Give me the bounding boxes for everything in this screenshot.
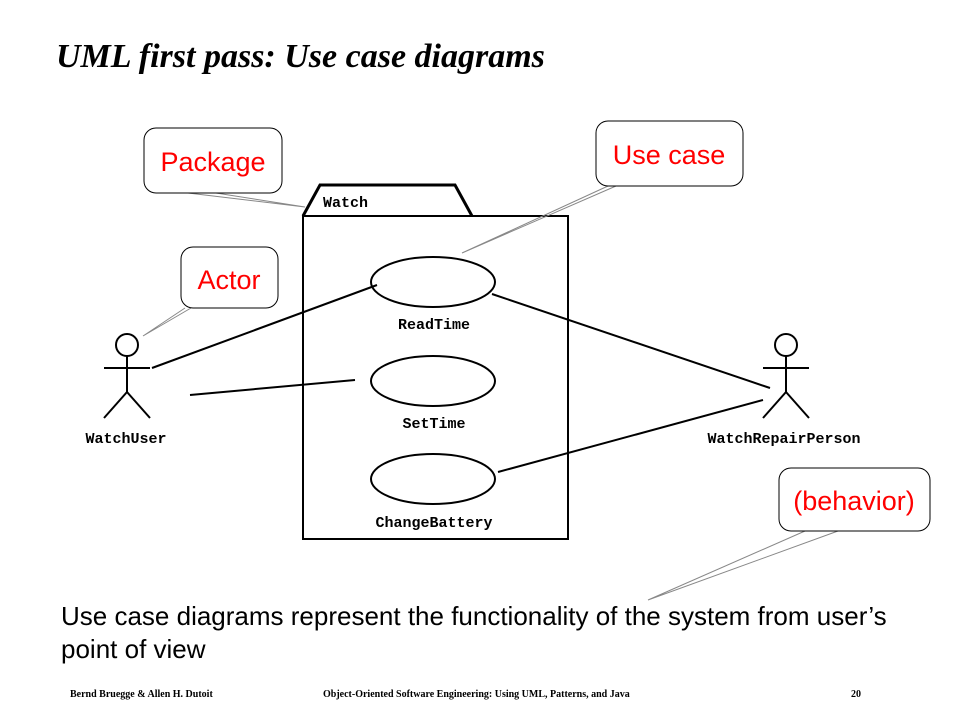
use-case-callout: Use case bbox=[595, 120, 744, 187]
behavior-callout-pointer bbox=[647, 530, 839, 601]
footer-authors: Bernd Bruegge & Allen H. Dutoit bbox=[70, 689, 213, 700]
actor-watchuser-figure bbox=[103, 333, 151, 419]
actor-watchuser-label: WatchUser bbox=[85, 431, 166, 448]
behavior-callout: (behavior) bbox=[778, 467, 931, 532]
actor-callout-pointer bbox=[142, 307, 192, 337]
actor-watchrepairperson-figure bbox=[762, 333, 810, 419]
package-box bbox=[302, 215, 569, 540]
package-tab bbox=[301, 183, 474, 217]
actor-callout-label: Actor bbox=[197, 265, 260, 295]
use-case-callout-label: Use case bbox=[613, 140, 726, 170]
callout-pointers bbox=[142, 185, 839, 601]
behavior-callout-label: (behavior) bbox=[793, 486, 915, 516]
actor-watchrepairperson-label: WatchRepairPerson bbox=[707, 431, 860, 448]
footer-page-number: 20 bbox=[851, 689, 861, 700]
use-case-changebattery-label: ChangeBattery bbox=[375, 515, 492, 532]
use-case-readtime-label: ReadTime bbox=[398, 317, 470, 334]
slide-title: UML first pass: Use case diagrams bbox=[56, 38, 545, 75]
slide-body-text: Use case diagrams represent the function… bbox=[61, 601, 887, 664]
association-watchuser-readtime bbox=[151, 284, 378, 369]
association-changebattery-watchrepairperson bbox=[497, 399, 764, 473]
association-watchuser-settime bbox=[189, 379, 356, 396]
actor-callout: Actor bbox=[180, 246, 279, 309]
package-callout: Package bbox=[143, 127, 283, 194]
association-lines bbox=[151, 284, 771, 473]
use-case-readtime-ellipse bbox=[370, 256, 496, 308]
use-case-settime-ellipse bbox=[370, 355, 496, 407]
association-readtime-watchrepairperson bbox=[491, 293, 771, 389]
use-case-settime-label: SetTime bbox=[402, 416, 465, 433]
package-callout-pointer bbox=[187, 192, 306, 208]
package-name: Watch bbox=[323, 195, 368, 212]
use-case-callout-pointer bbox=[461, 185, 617, 254]
package-callout-label: Package bbox=[160, 147, 265, 177]
use-case-changebattery-ellipse bbox=[370, 453, 496, 505]
footer-book-title: Object-Oriented Software Engineering: Us… bbox=[323, 689, 630, 700]
